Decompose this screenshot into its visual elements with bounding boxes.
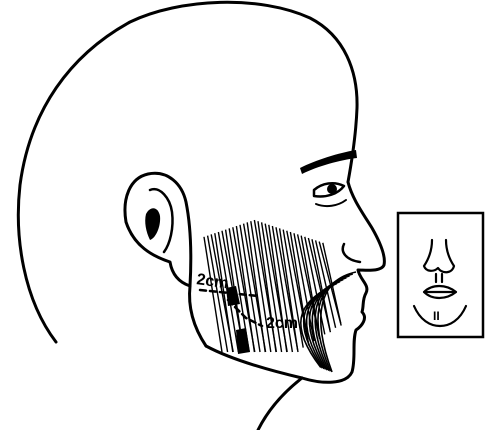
marker-block-b — [236, 328, 250, 354]
inset-marks: II — [433, 309, 440, 323]
marker-block-a — [226, 286, 240, 306]
inset-front-view: II — [398, 213, 483, 337]
nostril — [343, 244, 360, 262]
neck-front — [258, 378, 302, 430]
eye-lower-lid — [316, 200, 346, 206]
lower-distance-label: 2cm — [266, 315, 298, 332]
ear-canal-shading — [145, 208, 160, 240]
skull-outline — [18, 2, 357, 342]
hatch-stroke — [204, 237, 222, 352]
jaw-line — [190, 286, 206, 346]
eyebrow — [300, 150, 357, 174]
inset-frame — [398, 213, 483, 337]
eye-pupil — [327, 184, 337, 194]
